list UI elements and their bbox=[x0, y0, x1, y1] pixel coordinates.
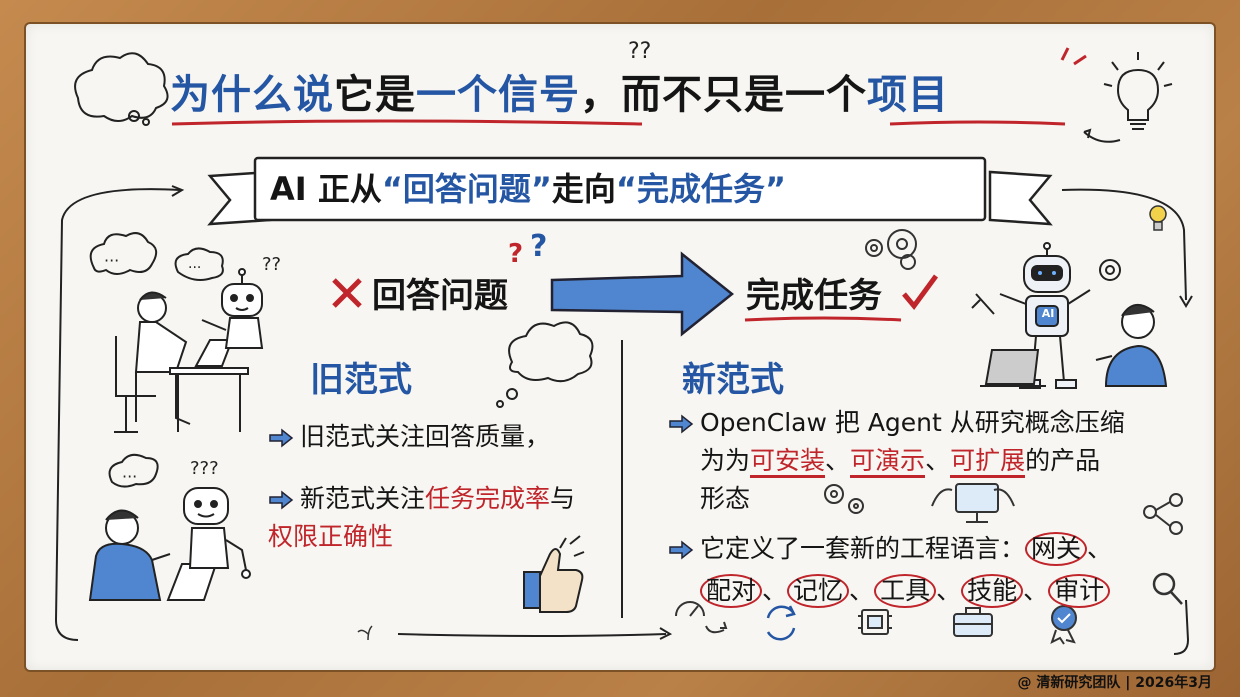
svg-text:···: ··· bbox=[104, 251, 119, 270]
thumbs-up-icon bbox=[523, 535, 585, 613]
monitor-icon bbox=[931, 483, 1015, 523]
transition-arrow-icon bbox=[550, 251, 735, 337]
svg-text:···: ··· bbox=[188, 260, 201, 276]
svg-text:??: ?? bbox=[262, 254, 281, 275]
gears-icon bbox=[865, 229, 917, 270]
old-paradigm-bullet: 新范式关注任务完成率与权限正确性 bbox=[268, 480, 598, 556]
share-icon bbox=[1143, 493, 1183, 535]
from-label: 回答问题 bbox=[372, 276, 508, 316]
title-part: 项目 bbox=[867, 72, 949, 118]
banner-part: AI 正从 bbox=[270, 170, 382, 208]
person-at-desk-illustration: ··· bbox=[89, 232, 249, 433]
toolbox-icon bbox=[953, 607, 993, 637]
bullet-highlight: 权限正确性 bbox=[268, 522, 394, 551]
new-paradigm-heading: 新范式 bbox=[682, 360, 784, 400]
bullet-text: 为为 bbox=[700, 446, 751, 475]
banner-text: AI 正从“回答问题”走向“完成任务” bbox=[270, 164, 990, 214]
arrow-bullet-icon bbox=[669, 540, 694, 560]
cloud-icon bbox=[74, 52, 169, 126]
separator: 、 bbox=[762, 576, 788, 605]
bullet-highlight: 可扩展 bbox=[950, 446, 1026, 478]
cross-icon bbox=[332, 278, 362, 308]
term-circled: 记忆 bbox=[787, 574, 850, 608]
cloud-icon bbox=[496, 321, 594, 408]
speedometer-icon bbox=[675, 601, 728, 634]
to-label: 完成任务 bbox=[746, 276, 882, 316]
badge-icon bbox=[1050, 605, 1077, 645]
banner-part: “回答问题” bbox=[381, 170, 552, 208]
title-part: ，而不只是一个 bbox=[580, 72, 867, 118]
separator: 、 bbox=[1023, 576, 1049, 605]
bullet-line: 它定义了一套新的工程语言：网关、 bbox=[668, 530, 1188, 568]
bullet-text: 新范式关注 bbox=[300, 484, 426, 513]
bullet-text: 的产品 bbox=[1025, 446, 1101, 475]
small-lightbulb-icon bbox=[1149, 205, 1167, 231]
old-paradigm-heading: 旧范式 bbox=[310, 360, 412, 400]
separator: 、 bbox=[936, 576, 962, 605]
term-circled: 技能 bbox=[961, 574, 1024, 608]
chip-icon bbox=[858, 609, 892, 635]
term-circled: 工具 bbox=[874, 574, 937, 608]
bullet-text: 、 bbox=[925, 446, 951, 475]
lightbulb-icon bbox=[1083, 52, 1173, 143]
term-circled: 审计 bbox=[1048, 574, 1111, 608]
bullet-text: 形态 bbox=[700, 484, 751, 513]
robot-illustration: ??? bbox=[183, 458, 251, 579]
bullet-text: 旧范式关注回答质量， bbox=[300, 422, 551, 451]
bullet-highlight: 可演示 bbox=[850, 446, 926, 478]
old-paradigm-bullet: 旧范式关注回答质量， bbox=[268, 418, 608, 456]
svg-text:?: ? bbox=[530, 229, 547, 264]
arrow-bullet-icon bbox=[269, 490, 294, 510]
separator: 、 bbox=[849, 576, 875, 605]
page-title: 为什么说它是一个信号，而不只是一个项目 bbox=[170, 62, 1070, 122]
bullet-text: OpenClaw 把 Agent 从研究概念压缩 bbox=[700, 408, 1125, 437]
gears-icon bbox=[824, 484, 864, 514]
bullet-highlight: 任务完成率 bbox=[425, 484, 551, 513]
bullet-line: 为为可安装、可演示、可扩展的产品 bbox=[668, 442, 1188, 480]
person-illustration bbox=[980, 304, 1168, 387]
svg-text:??: ?? bbox=[628, 39, 651, 64]
bullet-text: 它定义了一套新的工程语言： bbox=[700, 534, 1026, 563]
bullet-highlight: 可安装 bbox=[750, 446, 826, 478]
spark-marks-icon bbox=[1060, 47, 1087, 66]
title-part: 它是 bbox=[334, 72, 416, 118]
check-icon bbox=[902, 274, 939, 311]
magnifier-icon bbox=[1152, 572, 1183, 605]
flow-arrows bbox=[54, 185, 1193, 655]
arrow-bullet-icon bbox=[669, 414, 694, 434]
new-paradigm-bullet: OpenClaw 把 Agent 从研究概念压缩 为为可安装、可演示、可扩展的产… bbox=[668, 404, 1188, 518]
bullet-line: 配对、记忆、工具、技能、审计 bbox=[668, 572, 1188, 610]
bullet-text: 与 bbox=[550, 484, 576, 513]
arrow-bullet-icon bbox=[269, 428, 294, 448]
svg-text:?: ? bbox=[508, 239, 523, 269]
footer-credit: @ 清新研究团队 | 2026年3月 bbox=[1017, 675, 1212, 691]
term-circled: 网关 bbox=[1025, 532, 1088, 566]
bullet-line: OpenClaw 把 Agent 从研究概念压缩 bbox=[668, 404, 1188, 442]
svg-text:···: ··· bbox=[122, 467, 137, 486]
banner-ribbon bbox=[207, 156, 1053, 226]
title-part: 一个信号 bbox=[416, 72, 580, 118]
banner-part: 走向 bbox=[551, 170, 616, 208]
bullet-line: 形态 bbox=[668, 480, 1188, 518]
term-circled: 配对 bbox=[700, 574, 763, 608]
robot-illustration: ··· ?? bbox=[174, 247, 281, 349]
svg-text:???: ??? bbox=[190, 458, 219, 479]
robot-badge: AI bbox=[1041, 307, 1055, 320]
separator: 、 bbox=[1087, 534, 1113, 563]
title-part: 为什么说 bbox=[170, 72, 334, 118]
refresh-icon bbox=[766, 605, 796, 641]
bullet-text: 、 bbox=[825, 446, 851, 475]
banner-part: “完成任务” bbox=[615, 170, 786, 208]
new-paradigm-bullet: 它定义了一套新的工程语言：网关、 配对、记忆、工具、技能、审计 bbox=[668, 530, 1188, 610]
person-with-laptop-illustration: ··· bbox=[88, 453, 218, 601]
